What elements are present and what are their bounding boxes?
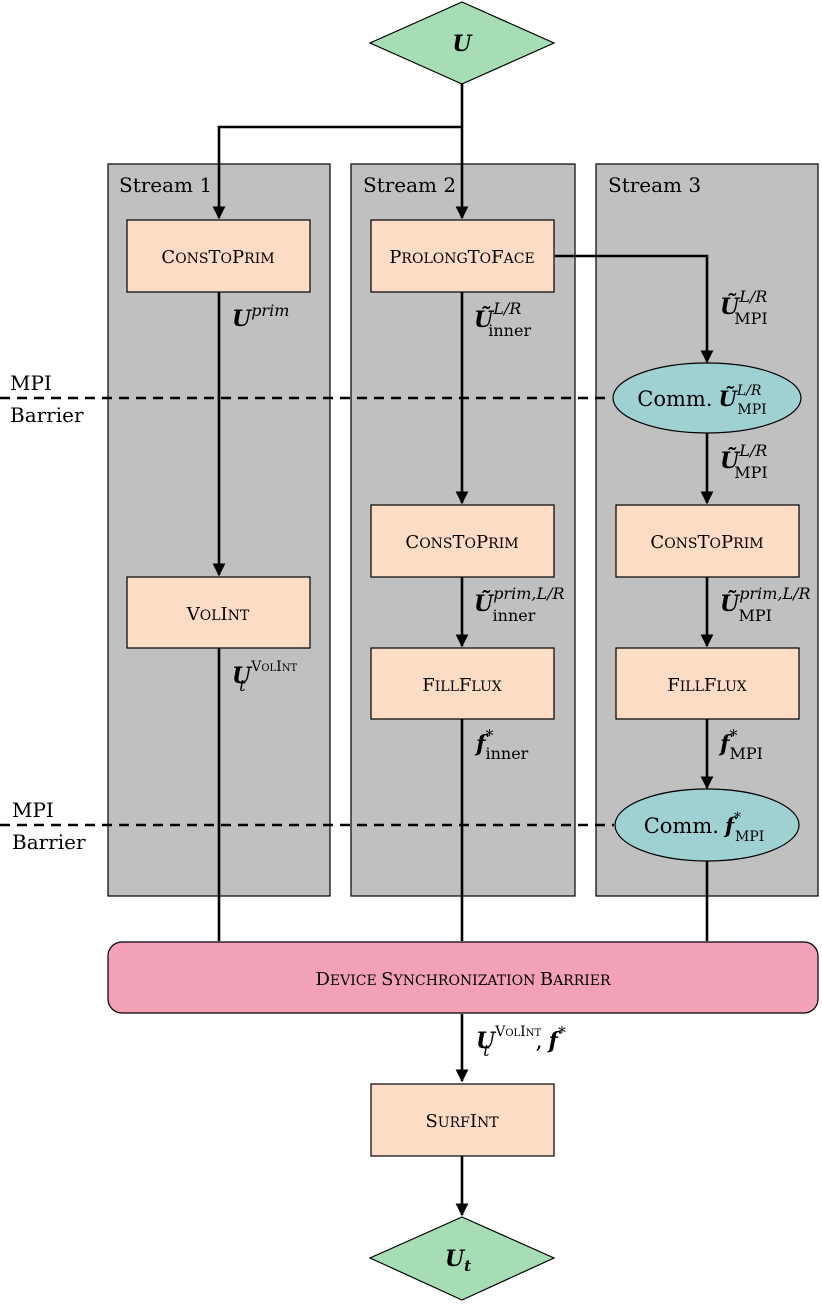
- process-fillflux-stream-3: FILLFLUX: [615, 647, 800, 720]
- process-prolongtoface: PROLONGTOFACE: [370, 219, 555, 293]
- process-surfint: SURFINT: [370, 1083, 555, 1157]
- edge-u-to-constoprim-s1: [212, 125, 462, 220]
- lane-title-stream-2: Stream 2: [363, 173, 456, 197]
- output-node-ut: Ut: [368, 1216, 556, 1301]
- process-constoprim-stream-3: CONSTOPRIM: [615, 504, 800, 578]
- svg-text:CONSTOPRIM: CONSTOPRIM: [650, 532, 763, 553]
- svg-text:Comm.f*MPI: Comm.f*MPI: [644, 810, 765, 845]
- svg-text:CONSTOPRIM: CONSTOPRIM: [161, 247, 274, 268]
- barrier-label-mpi: MPI: [12, 798, 54, 822]
- svg-text:FILLFLUX: FILLFLUX: [422, 675, 501, 696]
- lane-title-stream-3: Stream 3: [608, 173, 701, 197]
- process-volint: VOLINT: [126, 576, 311, 649]
- svg-text:Ut: Ut: [445, 1246, 471, 1275]
- process-constoprim-stream-2: CONSTOPRIM: [370, 504, 555, 578]
- barrier-label-barrier: Barrier: [10, 403, 84, 427]
- svg-text:VOLINT: VOLINT: [186, 604, 250, 625]
- mpi-barrier-label-1: MPI Barrier: [10, 371, 84, 427]
- barrier-label-barrier: Barrier: [12, 830, 86, 854]
- barrier-label-mpi: MPI: [10, 371, 52, 395]
- flow-edges: [212, 84, 714, 1217]
- svg-text:CONSTOPRIM: CONSTOPRIM: [405, 532, 518, 553]
- input-node-label: U: [452, 31, 473, 57]
- lane-title-stream-1: Stream 1: [119, 173, 212, 197]
- mpi-barrier-label-2: MPI Barrier: [12, 798, 86, 854]
- svg-text:DEVICE SYNCHRONIZATION BARRIER: DEVICE SYNCHRONIZATION BARRIER: [315, 969, 611, 990]
- svg-text:PROLONGTOFACE: PROLONGTOFACE: [389, 247, 534, 268]
- svg-text:SURFINT: SURFINT: [425, 1111, 499, 1132]
- svg-text:FILLFLUX: FILLFLUX: [667, 675, 746, 696]
- process-constoprim-stream-1: CONSTOPRIM: [126, 219, 311, 293]
- input-node-u: U: [368, 1, 556, 85]
- process-fillflux-stream-2: FILLFLUX: [370, 647, 555, 720]
- edge-label-f-mpi: f*MPI: [718, 726, 763, 763]
- edge-label-u-prim: Uprim: [232, 301, 289, 332]
- edge-prolong-to-comm: [555, 254, 714, 364]
- edge-label-f-inner: f*inner: [474, 726, 529, 763]
- device-sync-barrier: DEVICE SYNCHRONIZATION BARRIER: [107, 941, 819, 1014]
- comm-node-f-mpi: Comm.f*MPI: [614, 788, 800, 862]
